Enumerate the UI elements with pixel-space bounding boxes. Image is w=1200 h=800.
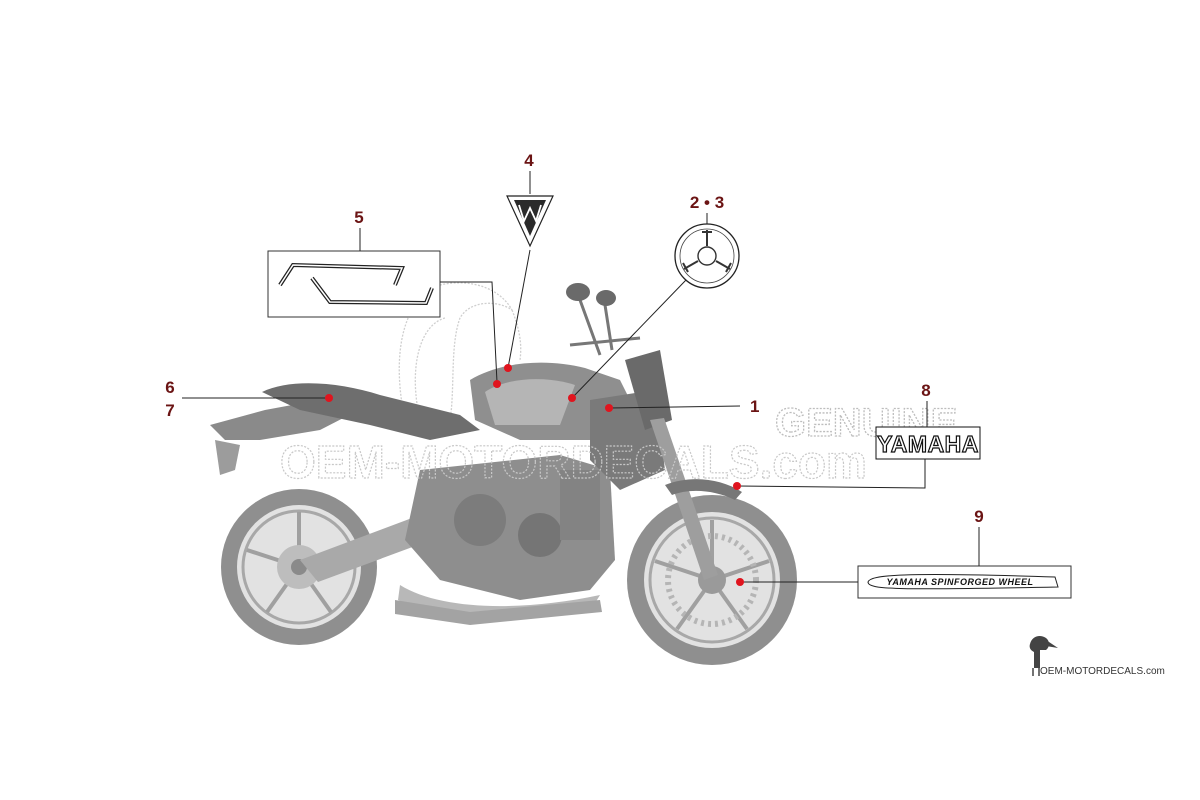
bird-logo-icon <box>1029 636 1058 676</box>
part-8-yamaha-decal: YAMAHA <box>875 426 981 460</box>
mirror-left <box>566 283 590 301</box>
callout-1: 1 <box>750 397 759 416</box>
exhaust <box>395 600 602 625</box>
rear-wheel <box>221 489 377 645</box>
mirror-right <box>596 290 616 306</box>
front-fender <box>665 479 742 500</box>
marker-part-2-3 <box>568 394 576 402</box>
marker-part-4 <box>504 364 512 372</box>
callout-5: 5 <box>354 208 363 227</box>
callout-2-3: 2 • 3 <box>690 193 724 212</box>
marker-part-6-7 <box>325 394 333 402</box>
leader-lines <box>182 171 980 583</box>
callout-8: 8 <box>921 381 930 400</box>
callout-6: 6 <box>165 378 174 397</box>
motorcycle-illustration <box>210 283 797 665</box>
marker-part-1 <box>605 404 613 412</box>
front-wheel <box>627 495 797 665</box>
marker-part-9 <box>736 578 744 586</box>
rear-fender <box>215 440 240 475</box>
handlebar-mirrors <box>569 299 641 356</box>
watermark-site: OEM-MOTORDECALS.com <box>280 436 867 488</box>
part-4-mt-emblem <box>506 195 554 248</box>
part-5-stripe-decals <box>267 250 441 318</box>
marker-part-5 <box>493 380 501 388</box>
marker-part-8 <box>733 482 741 490</box>
site-logo-text: OEM-MOTORDECALS.com <box>1040 666 1165 677</box>
yamaha-decal-text: YAMAHA <box>877 431 979 457</box>
callout-7: 7 <box>165 401 174 420</box>
headlight-cowl <box>625 350 672 430</box>
seat <box>262 383 480 440</box>
front-fork <box>650 418 718 580</box>
callout-4: 4 <box>524 151 534 170</box>
marker-dots <box>325 364 744 586</box>
watermark-emblem <box>398 282 522 421</box>
wheel-decal-text: YAMAHA SPINFORGED WHEEL <box>886 577 1033 587</box>
part-2-3-tuning-fork-emblem <box>674 223 740 289</box>
part-9-wheel-decal: YAMAHA SPINFORGED WHEEL <box>857 565 1072 599</box>
callout-9: 9 <box>974 507 983 526</box>
site-logo: OEM-MOTORDECALS.com <box>1029 636 1165 677</box>
